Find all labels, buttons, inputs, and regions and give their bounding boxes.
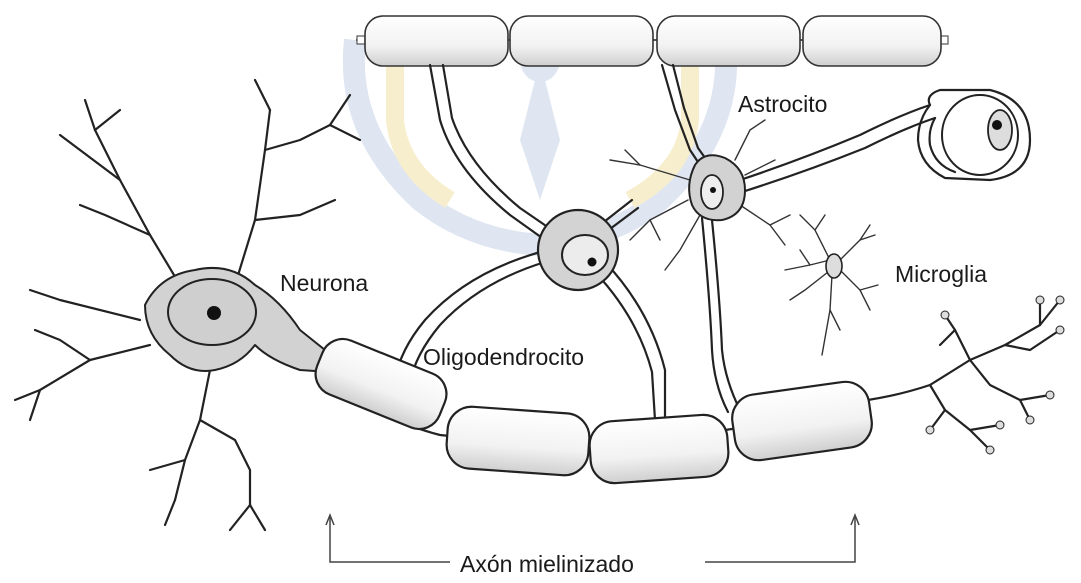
oligodendrocyte-nucleus xyxy=(562,235,608,275)
astrocyte xyxy=(610,65,935,412)
label-microglia: Microglia xyxy=(895,261,987,287)
label-astrocito: Astrocito xyxy=(738,91,827,117)
top-myelin-segment xyxy=(365,16,508,66)
bottom-myelinated-axon xyxy=(309,332,875,484)
neuron-nucleolus xyxy=(207,306,221,320)
label-oligodendrocito: Oligodendrocito xyxy=(423,344,584,370)
microglia xyxy=(785,215,878,355)
myelin-segment xyxy=(588,413,730,484)
blood-vessel xyxy=(918,90,1030,180)
axon-terminals xyxy=(868,296,1064,454)
label-neurona: Neurona xyxy=(280,270,368,296)
top-myelin-segment xyxy=(657,16,800,66)
myelin-segment xyxy=(729,379,875,464)
top-myelin-segment xyxy=(803,16,941,66)
myelin-segment xyxy=(445,405,591,477)
top-myelinated-axon xyxy=(356,16,948,66)
label-axon-mielinizado: Axón mielinizado xyxy=(460,551,634,577)
oligodendrocyte-nucleolus xyxy=(588,258,597,267)
top-myelin-segment xyxy=(510,16,653,66)
